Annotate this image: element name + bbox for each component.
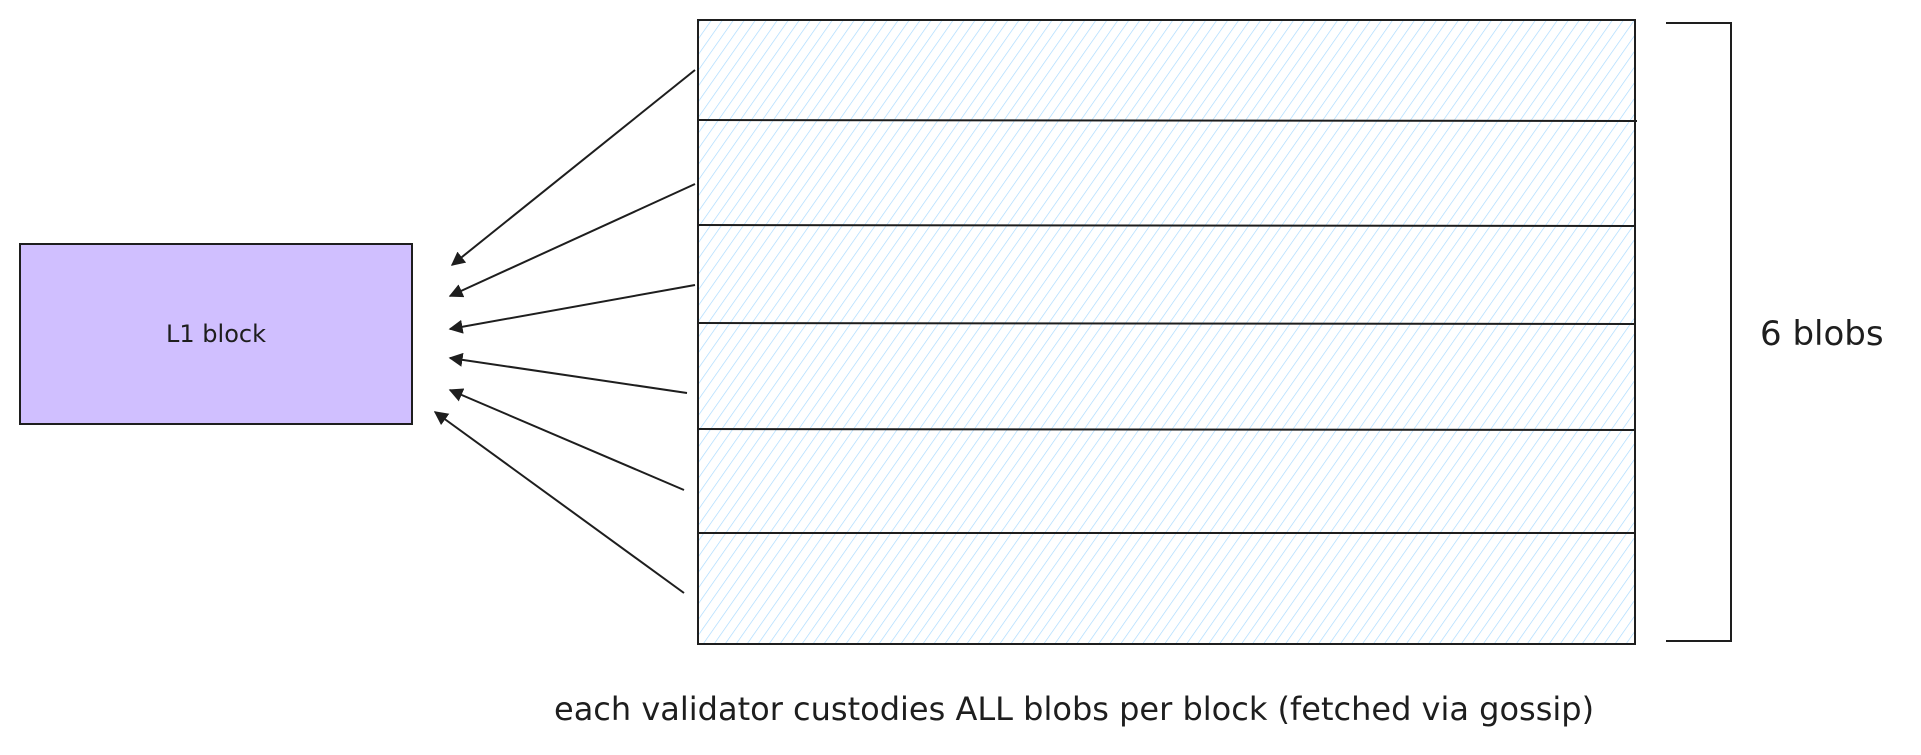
arrows xyxy=(433,69,696,594)
caption: each validator custodies ALL blobs per b… xyxy=(554,690,1595,728)
blob-row-dividers xyxy=(697,119,1638,534)
blob-divider xyxy=(697,119,1638,122)
blob-stack xyxy=(697,19,1636,645)
bracket xyxy=(1666,22,1732,642)
blob-count-label: 6 blobs xyxy=(1760,314,1884,354)
l1-block-label: L1 block xyxy=(166,320,266,348)
l1-block-box xyxy=(19,243,413,425)
blob-divider xyxy=(697,224,1637,227)
blob-arrow xyxy=(433,411,685,594)
blob-arrow xyxy=(450,69,696,266)
blob-arrow xyxy=(448,284,696,334)
blob-arrow xyxy=(448,388,685,491)
blob-arrow xyxy=(448,352,688,394)
blob-divider xyxy=(697,428,1637,431)
blob-arrow xyxy=(448,183,696,298)
blob-divider xyxy=(697,322,1637,325)
